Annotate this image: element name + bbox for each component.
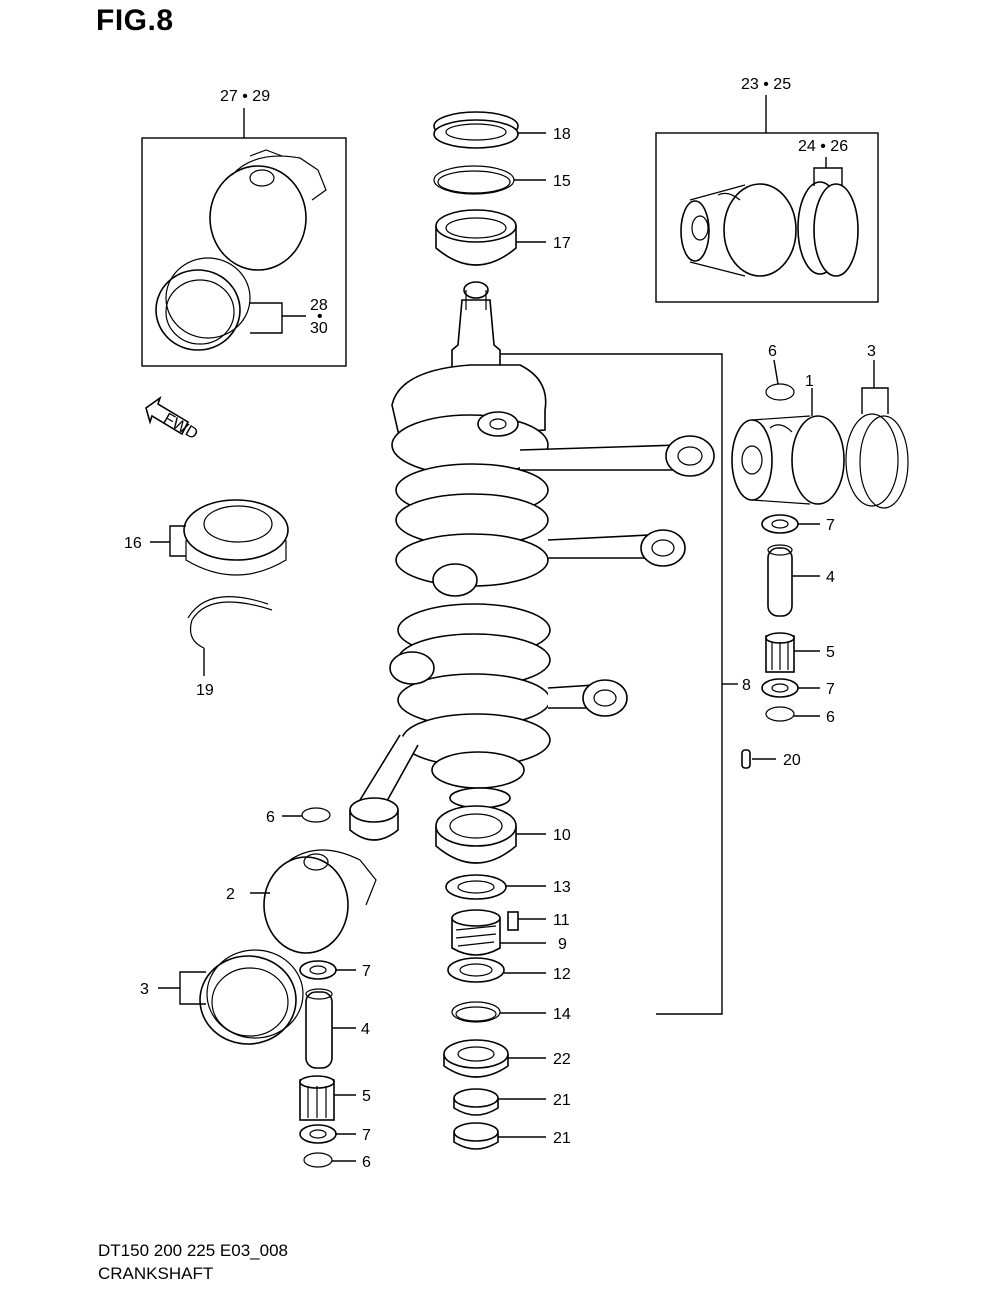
part-15-circlip [433, 165, 546, 195]
callout-7-left-b: 7 [362, 1127, 371, 1144]
callout-3-right: 3 [867, 343, 876, 360]
callout-7-left-a: 7 [362, 963, 371, 980]
inset-box-27-29 [141, 108, 347, 367]
figure-title: FIG.8 [96, 4, 174, 37]
callout-4-right: 4 [826, 569, 835, 586]
part-7-washer-right-a [761, 514, 820, 534]
part-12-washer [447, 957, 546, 983]
part-5-needle-bearing-right [765, 632, 820, 673]
callout-6-lower-left: 6 [266, 809, 275, 826]
callout-9: 9 [558, 936, 567, 953]
callout-10: 10 [553, 827, 571, 844]
callout-20: 20 [783, 752, 801, 769]
part-18-ring [433, 111, 546, 149]
part-3-rings-left [158, 949, 304, 1045]
callout-8: 8 [742, 677, 751, 694]
fwd-arrow-icon: FWD [145, 395, 201, 443]
callout-7-right-b: 7 [826, 681, 835, 698]
part-5-needle-bearing-left [299, 1075, 356, 1121]
part-20-dowel [741, 749, 776, 769]
part-4-pin-left [305, 988, 356, 1069]
callout-5-left: 5 [362, 1088, 371, 1105]
part-6-circlip-right [765, 706, 820, 722]
callout-24-26: 24 • 26 [798, 138, 848, 155]
part-9-gear [451, 909, 546, 956]
part-3-rings-right [845, 360, 909, 509]
inset-box-23-25 [655, 95, 879, 303]
part-11-key [507, 911, 546, 931]
callout-28: 28 [310, 297, 328, 314]
part-7-washer-left-b [299, 1124, 356, 1144]
callout-11: 11 [553, 912, 570, 929]
part-6-circlip-lower-left [282, 807, 331, 823]
part-7-washer-left-a [299, 960, 356, 980]
callout-27-29: 27 • 29 [220, 88, 270, 105]
part-13-spacer [445, 874, 546, 900]
callout-21-b: 21 [553, 1130, 571, 1147]
callout-13: 13 [553, 879, 571, 896]
svg-text:FWD: FWD [161, 410, 201, 443]
callout-5-right: 5 [826, 644, 835, 661]
part-1-piston [731, 388, 845, 505]
part-6-circlip-upper-right [765, 359, 795, 401]
callout-16: 16 [124, 535, 142, 552]
part-21-seal-b [453, 1122, 546, 1150]
callout-14: 14 [553, 1006, 571, 1023]
callout-22: 22 [553, 1051, 571, 1068]
callout-15: 15 [553, 173, 571, 190]
part-21-seal-a [453, 1088, 546, 1116]
callout-17: 17 [553, 235, 571, 252]
part-7-washer-right-b [761, 678, 820, 698]
crankshaft-assembly [349, 281, 738, 1015]
diagram-code: DT150 200 225 E03_008 [98, 1241, 288, 1260]
part-22-oil-seal [443, 1039, 546, 1078]
callout-3-left: 3 [140, 981, 149, 998]
diagram-name: CRANKSHAFT [98, 1264, 214, 1283]
part-16-bearing [150, 499, 289, 576]
callout-4-left: 4 [361, 1021, 370, 1038]
callout-2: 2 [226, 886, 235, 903]
callout-30: 30 [310, 320, 328, 337]
callout-6-lower-left-b: 6 [362, 1154, 371, 1171]
callout-12: 12 [553, 966, 571, 983]
part-17-bearing [435, 209, 546, 266]
callout-18: 18 [553, 126, 571, 143]
callout-6-top: 6 [768, 343, 777, 360]
callout-28-dot: • [317, 308, 323, 325]
callout-23-25: 23 • 25 [741, 76, 791, 93]
part-4-pin-right [767, 544, 820, 617]
callout-19: 19 [196, 682, 214, 699]
part-14-circlip [451, 1001, 546, 1023]
part-10-ball-bearing [435, 805, 546, 864]
callout-21-a: 21 [553, 1092, 571, 1109]
part-19-circlip [187, 596, 273, 676]
callout-6-right: 6 [826, 709, 835, 726]
part-6-circlip-lower-left-b [303, 1152, 356, 1168]
callout-1: 1 [805, 373, 814, 390]
part-2-piston [250, 849, 377, 954]
callout-7-right-a: 7 [826, 517, 835, 534]
